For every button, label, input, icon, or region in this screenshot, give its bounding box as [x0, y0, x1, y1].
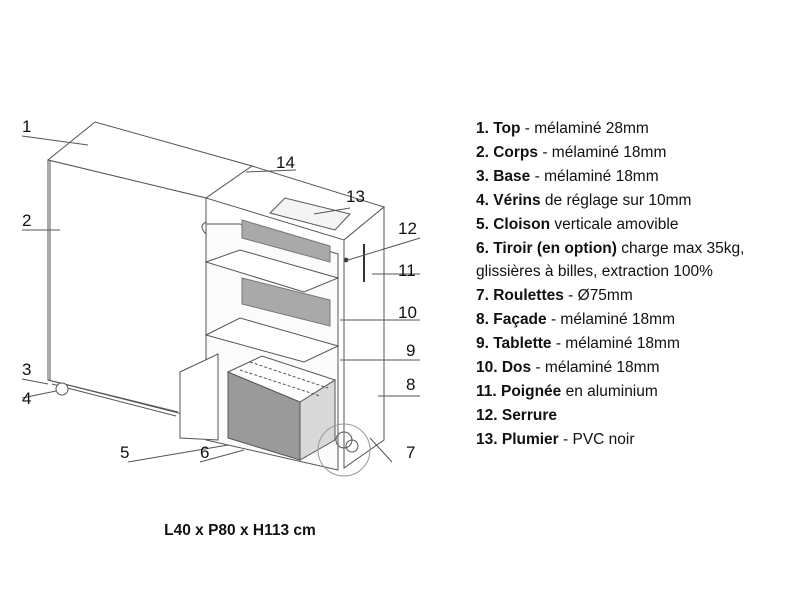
legend-item-desc: - mélaminé 18mm [546, 311, 675, 329]
legend-item: 12. Serrure [476, 404, 794, 428]
legend-item-name: 5. Cloison [476, 215, 551, 233]
callout-11: 11 [398, 261, 416, 280]
legend-item-name: 1. Top [476, 120, 521, 137]
legend-item-desc: verticale amovible [550, 215, 679, 233]
legend-item-name: 3. Base [476, 167, 531, 185]
back-panel-upper [241, 219, 331, 263]
legend-item-name: 2. Corps [476, 143, 539, 161]
legend-item: 4. Vérins de réglage sur 10mm [476, 189, 794, 213]
castor-zoom [317, 423, 371, 477]
drawer-top-rim [226, 355, 337, 403]
callout-2: 2 [22, 211, 31, 230]
legend-item-name: 8. Façade [476, 311, 547, 329]
legend-item-name: 10. Dos [476, 359, 532, 377]
callout-1: 1 [22, 117, 31, 136]
legend-item-desc: en aluminium [561, 382, 658, 400]
legend-item: 7. Roulettes - Ø75mm [476, 284, 794, 308]
legend-item-desc: - mélaminé 28mm [520, 120, 649, 137]
legend-item-name: 4. Vérins [476, 191, 541, 209]
legend-item: 8. Façade - mélaminé 18mm [476, 308, 794, 332]
callout-4: 4 [22, 389, 31, 408]
legend-item-desc: - mélaminé 18mm [538, 143, 667, 161]
shelf-upper [204, 249, 340, 293]
callout-9: 9 [406, 341, 415, 360]
legend-item: 2. Corps - mélaminé 18mm [476, 141, 794, 165]
legend-item: 3. Base - mélaminé 18mm [476, 165, 794, 189]
callout-13: 13 [346, 187, 365, 206]
legend-item: 11. Poignée en aluminium [476, 380, 794, 404]
plumier-slot [269, 197, 351, 231]
legend-item: 1. Top - mélaminé 28mm [476, 117, 794, 141]
legend-item-desc: - mélaminé 18mm [531, 359, 660, 377]
legend-item: 5. Cloison verticale amovible [476, 213, 794, 237]
callout-14: 14 [276, 153, 295, 172]
legend-item-name: 7. Roulettes [476, 287, 564, 305]
legend-item-name: 13. Plumier [476, 430, 559, 448]
legend-item-name: 11. Poignée [476, 382, 562, 400]
legend-item-desc: - mélaminé 18mm [551, 335, 680, 353]
legend-item: 6. Tiroir (en option) charge max 35kg, g… [476, 237, 794, 285]
castor-left [55, 382, 69, 396]
facade-panel [343, 205, 385, 469]
legend-item-desc: - PVC noir [558, 430, 635, 448]
back-panel-middle [241, 277, 331, 327]
legend-item-name: 6. Tiroir (en option) [476, 239, 617, 257]
shelf-lower [204, 317, 340, 363]
legend-item-desc: - Ø75mm [563, 287, 633, 305]
drawer-front [179, 353, 219, 441]
callout-3: 3 [22, 360, 31, 379]
callout-6: 6 [200, 443, 209, 462]
lock-icon [343, 257, 349, 263]
legend-item-name: 9. Tablette [476, 335, 552, 353]
callout-8: 8 [406, 375, 415, 394]
callout-10: 10 [398, 303, 417, 322]
legend-item-desc: de réglage sur 10mm [540, 191, 692, 209]
legend-item: 13. Plumier - PVC noir [476, 428, 794, 452]
legend-item: 9. Tablette - mélaminé 18mm [476, 332, 794, 356]
legend-item-desc: - mélaminé 18mm [530, 167, 659, 185]
callout-7: 7 [406, 443, 415, 462]
legend-item-desc: charge max 35kg, glissières à billes, ex… [476, 239, 745, 281]
legend-item: 10. Dos - mélaminé 18mm [476, 356, 794, 380]
callout-12: 12 [398, 219, 417, 238]
legend-item-name: 12. Serrure [476, 406, 557, 424]
callout-5: 5 [120, 443, 129, 462]
dimensions-label: L40 x P80 x H113 cm [164, 522, 316, 539]
